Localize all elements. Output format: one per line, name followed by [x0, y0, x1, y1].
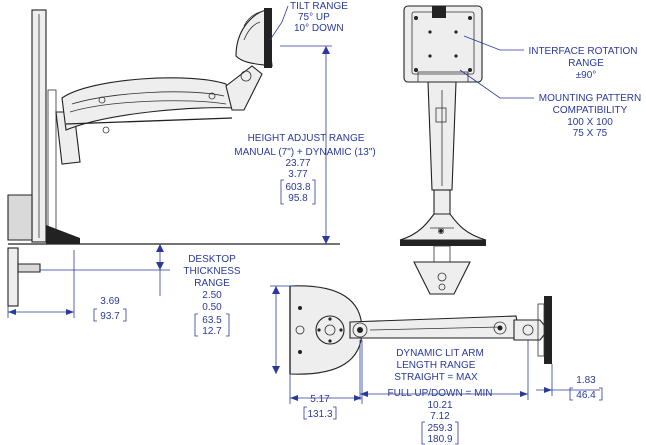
- rotation-line2: RANGE: [568, 58, 604, 69]
- rear-pole: [433, 189, 451, 217]
- mounting-title: MOUNTING PATTERN: [539, 93, 641, 104]
- base-offset-in: 3.69: [100, 296, 120, 307]
- height-subtitle: MANUAL (7") + DYNAMIC (13"): [234, 147, 375, 158]
- mounting-v2: 75 X 75: [573, 128, 608, 139]
- top-pole: [315, 315, 345, 345]
- arm-line1: DYNAMIC LIT ARM: [396, 348, 484, 359]
- top-view: [289, 285, 552, 375]
- arm-mm-min: 180.9: [427, 434, 452, 445]
- mounting-callout: MOUNTING PATTERN COMPATIBILITY 100 X 100…: [459, 69, 641, 139]
- monitor-plate: [264, 8, 272, 68]
- arm-length-dimension: DYNAMIC LIT ARM LENGTH RANGE STRAIGHT = …: [359, 340, 529, 445]
- base-offset-mm: 93.7: [100, 311, 120, 322]
- height-title: HEIGHT ADJUST RANGE: [248, 133, 365, 144]
- clamp-foot: [17, 263, 41, 273]
- clamp-depth-dimension: 5.17 131.3: [270, 285, 363, 420]
- clamp-housing: [7, 194, 33, 241]
- clamp-wedge: [46, 225, 80, 244]
- tilt-joint: [225, 65, 263, 111]
- clamp-depth-in: 5.17: [310, 394, 330, 405]
- height-mm-max: 603.8: [285, 182, 310, 193]
- desktop-dimension: DESKTOP THICKNESS RANGE 2.50 0.50 63.5 1…: [40, 244, 241, 337]
- dynamic-arm: [61, 77, 235, 131]
- desktop-line1: DESKTOP: [188, 254, 236, 265]
- desktop-in-min: 0.50: [202, 302, 222, 313]
- pole-bracket: [47, 89, 57, 241]
- rear-desk: [400, 240, 486, 246]
- vesa-latch: [432, 6, 446, 18]
- top-head: [513, 319, 549, 341]
- tilt-down: 10° DOWN: [294, 23, 344, 34]
- arm-in-max: 10.21: [427, 400, 452, 411]
- tilt-title: TILT RANGE: [290, 1, 348, 12]
- arm-straight: STRAIGHT = MAX: [394, 372, 478, 383]
- head-depth-in: 1.83: [576, 375, 596, 386]
- head-depth-dimension: 1.83 46.4: [536, 364, 603, 401]
- rear-view: ◉: [399, 5, 487, 295]
- desktop-in-max: 2.50: [202, 290, 222, 301]
- mounting-v1: 100 X 100: [567, 117, 613, 128]
- desktop-line3: RANGE: [194, 278, 230, 289]
- arm-in-min: 7.12: [430, 411, 450, 422]
- logo-mark: ◉: [438, 226, 445, 235]
- height-in-min: 3.77: [288, 169, 308, 180]
- mounting-line2: COMPATIBILITY: [553, 105, 628, 116]
- rotation-callout: INTERFACE ROTATION RANGE ±90°: [463, 35, 638, 81]
- arm-full: FULL UP/DOWN = MIN: [388, 388, 493, 399]
- tilt-callout: TILT RANGE 75° UP 10° DOWN: [269, 1, 348, 41]
- desktop-mm-min: 12.7: [202, 326, 222, 337]
- desktop-mm-max: 63.5: [202, 315, 222, 326]
- height-mm-min: 95.8: [288, 193, 308, 204]
- head-depth-mm: 46.4: [576, 390, 596, 401]
- rear-clamp-top: [399, 213, 487, 241]
- clamp-post: [7, 247, 19, 307]
- base-offset-dimension: 3.69 93.7: [7, 250, 127, 322]
- rotation-value: ±90°: [576, 70, 597, 81]
- clamp-depth-mm: 131.3: [307, 409, 332, 420]
- side-view: [7, 8, 340, 307]
- top-monitor-plate: [544, 296, 552, 364]
- tilt-up: 75° UP: [298, 12, 330, 23]
- height-in-max: 23.77: [285, 158, 310, 169]
- rear-clamp-foot: [413, 261, 471, 295]
- height-dimension: HEIGHT ADJUST RANGE MANUAL (7") + DYNAMI…: [234, 45, 376, 244]
- arm-line2: LENGTH RANGE: [397, 360, 476, 371]
- rotation-title: INTERFACE ROTATION: [528, 46, 637, 57]
- desktop-line2: THICKNESS: [183, 266, 241, 277]
- arm-mm-max: 259.3: [427, 423, 452, 434]
